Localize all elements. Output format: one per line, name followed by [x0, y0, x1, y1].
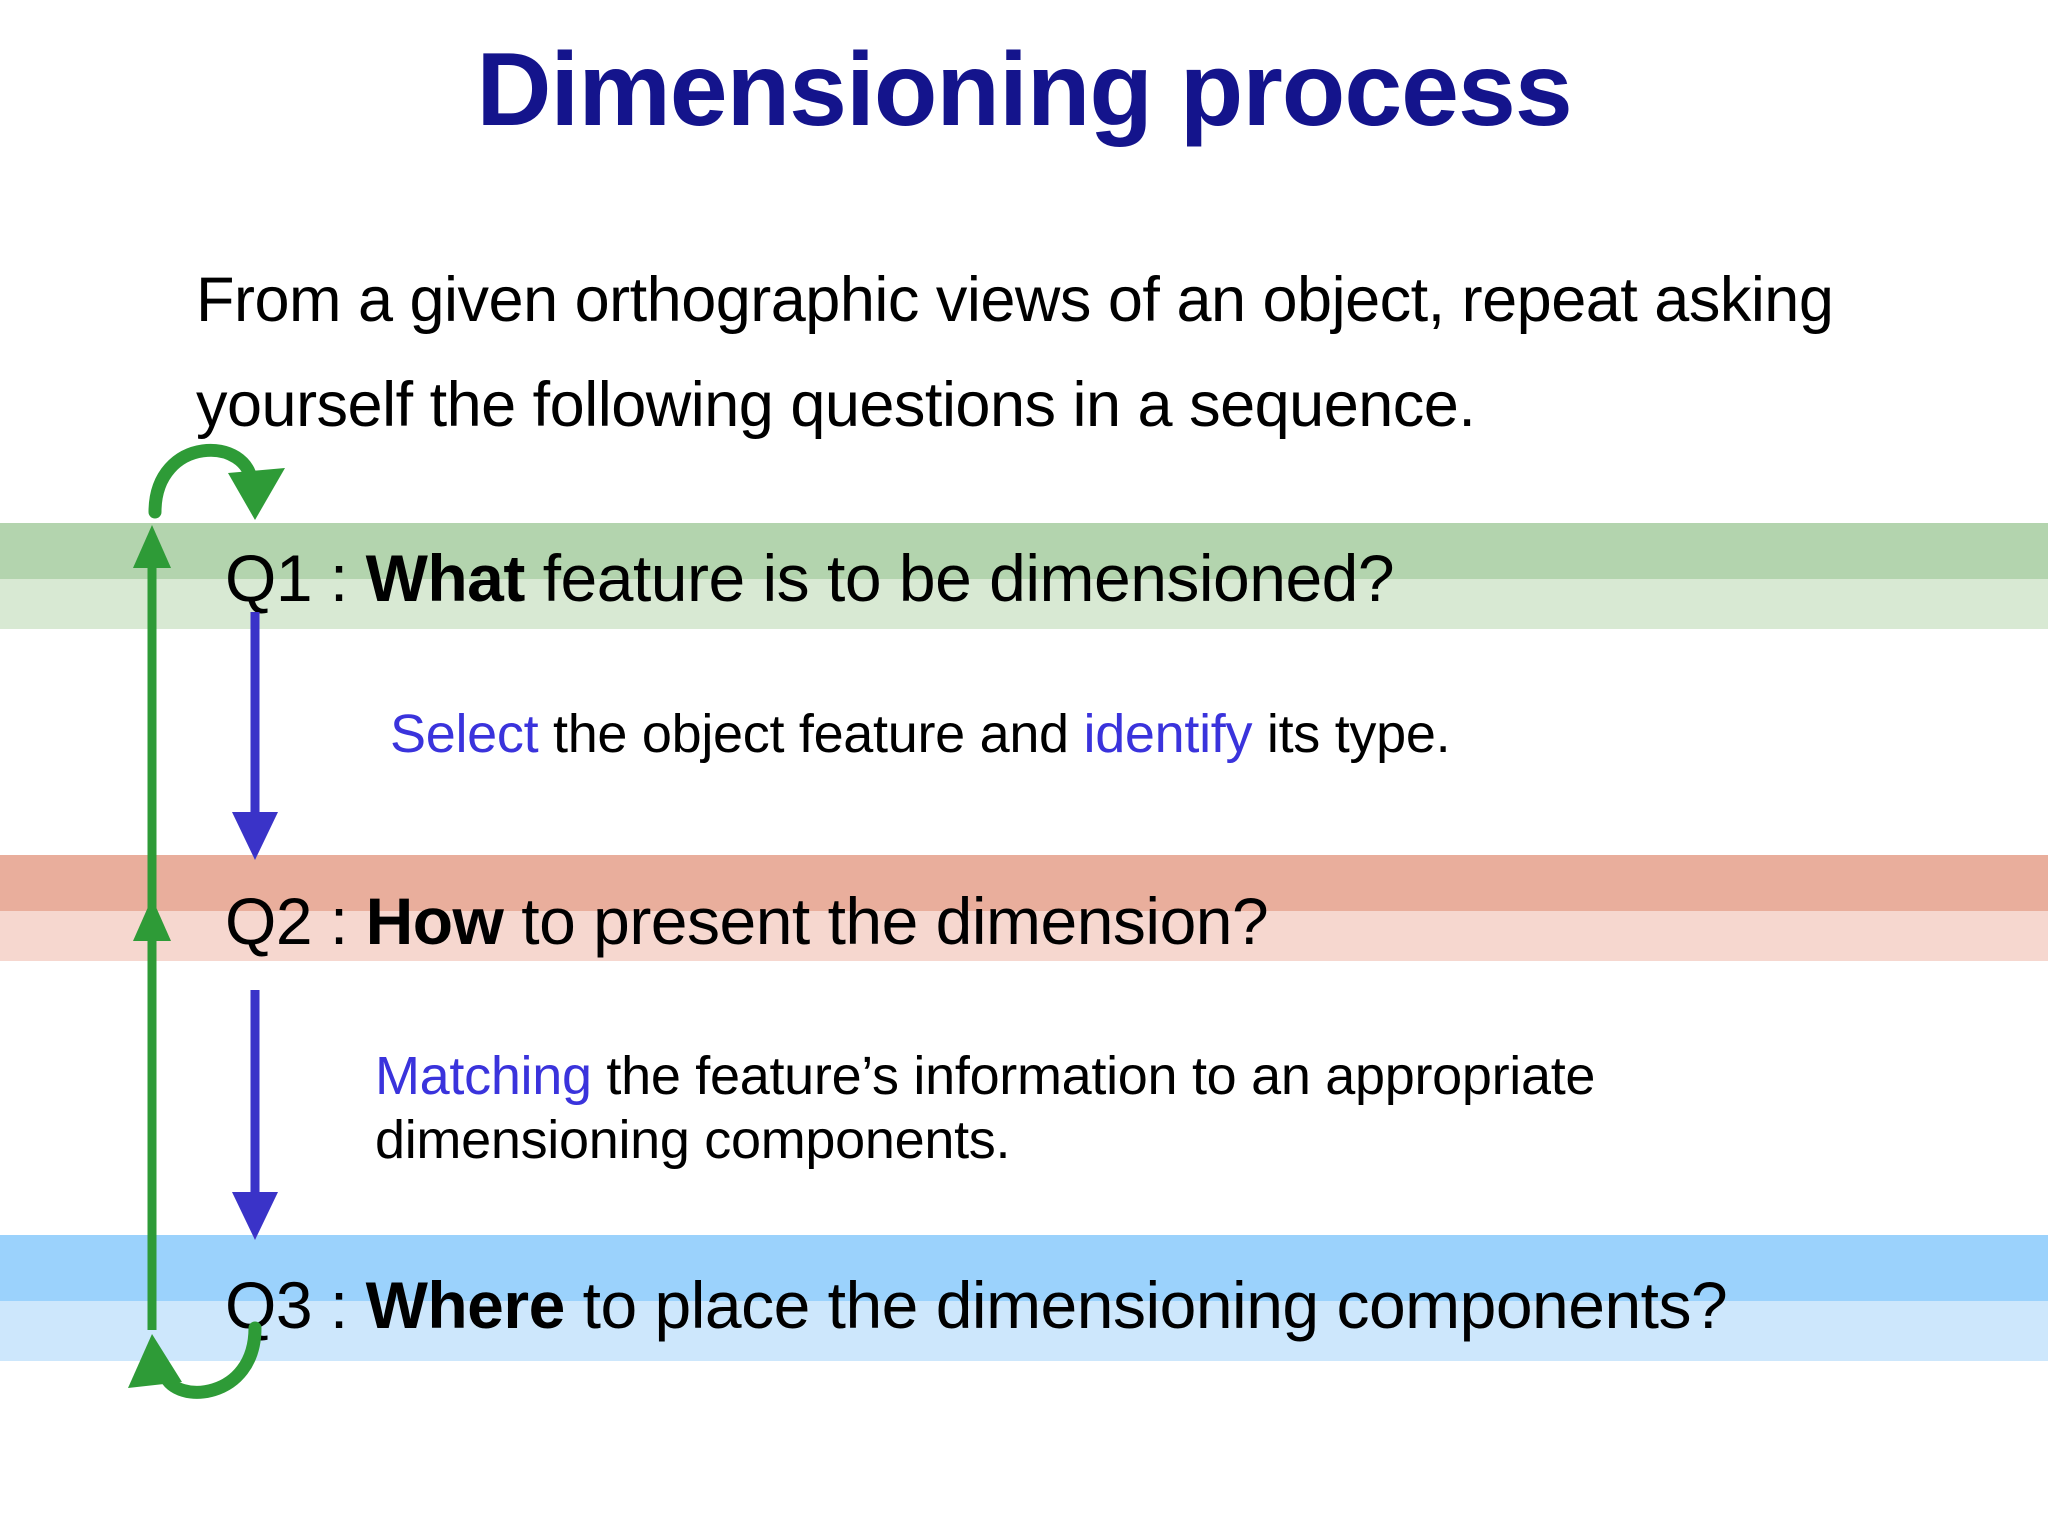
question-q2-keyword: How	[365, 884, 504, 958]
question-q2: Q2 : How to present the dimension?	[225, 888, 1269, 954]
question-q1-label: Q1 :	[225, 541, 366, 615]
note-matching-information: Matching the feature’s information to an…	[375, 1044, 1775, 1172]
note-1-middle: the object feature and	[538, 704, 1084, 764]
question-q3-keyword: Where	[365, 1268, 566, 1342]
question-q3: Q3 : Where to place the dimensioning com…	[225, 1272, 1728, 1338]
page-title: Dimensioning process	[476, 32, 1572, 148]
band-q1-top	[0, 523, 2048, 579]
question-band-q1	[0, 523, 2048, 629]
band-q2-bottom	[0, 911, 2048, 961]
note-1-highlight-identify: identify	[1083, 704, 1253, 764]
band-q3-bottom	[0, 1301, 2048, 1361]
band-q1-bottom	[0, 579, 2048, 629]
question-band-q3	[0, 1235, 2048, 1361]
flow-q2-to-q3-icon	[232, 990, 278, 1240]
question-q1-keyword: What	[365, 541, 526, 615]
band-q2-top	[0, 855, 2048, 911]
intro-paragraph: From a given orthographic views of an ob…	[196, 265, 1834, 440]
question-q3-rest: to place the dimensioning components?	[564, 1268, 1728, 1342]
note-select-feature: Select the object feature and identify i…	[390, 702, 1451, 766]
loop-back-to-q1-icon	[148, 443, 285, 520]
flow-q1-to-q2-icon	[232, 612, 278, 860]
question-q3-label: Q3 :	[225, 1268, 366, 1342]
question-band-q2	[0, 855, 2048, 961]
note-2-highlight-matching: Matching	[375, 1046, 592, 1106]
band-q3-top	[0, 1235, 2048, 1301]
note-1-tail: its type.	[1252, 704, 1451, 764]
question-q2-rest: to present the dimension?	[503, 884, 1269, 958]
question-q1-rest: feature is to be dimensioned?	[524, 541, 1395, 615]
question-q2-label: Q2 :	[225, 884, 366, 958]
note-2-middle: the feature’s information to an appropri…	[375, 1046, 1596, 1170]
question-q1: Q1 : What feature is to be dimensioned?	[225, 545, 1395, 611]
note-1-highlight-select: Select	[390, 704, 539, 764]
